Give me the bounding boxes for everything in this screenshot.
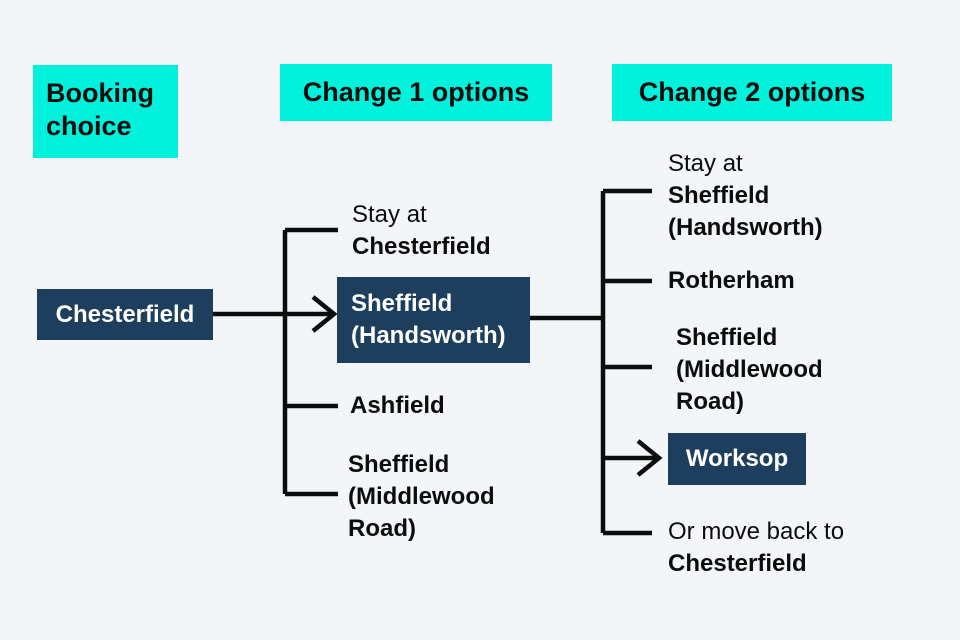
change1-option-middlewood: Sheffield (Middlewood Road) bbox=[348, 449, 513, 545]
stay-name-text: Sheffield (Handsworth) bbox=[668, 182, 823, 241]
option-text: Sheffield (Middlewood Road) bbox=[676, 324, 823, 415]
node-chesterfield: Chesterfield bbox=[37, 289, 213, 340]
header-change-1-options: Change 1 options bbox=[280, 64, 552, 121]
change2-option-rotherham: Rotherham bbox=[668, 265, 795, 297]
change2-option-middlewood: Sheffield (Middlewood Road) bbox=[676, 322, 841, 418]
node-label: Sheffield (Handsworth) bbox=[351, 290, 506, 349]
header-change-2-options: Change 2 options bbox=[612, 64, 892, 121]
option-text: Ashfield bbox=[350, 392, 445, 419]
moveback-name-text: Chesterfield bbox=[668, 550, 807, 577]
arrow-icon bbox=[311, 295, 338, 333]
stay-prefix-text: Stay at bbox=[352, 201, 427, 228]
moveback-prefix-text: Or move back to bbox=[668, 518, 845, 545]
option-text: Sheffield (Middlewood Road) bbox=[348, 451, 495, 542]
node-worksop: Worksop bbox=[668, 433, 806, 485]
change2-stay-label: Stay at Sheffield (Handsworth) bbox=[668, 148, 838, 244]
header-booking-choice: Booking choice bbox=[33, 65, 178, 158]
arrow-icon bbox=[636, 439, 663, 477]
change1-option-ashfield: Ashfield bbox=[350, 390, 445, 422]
change2-moveback-label: Or move back to Chesterfield bbox=[668, 516, 844, 580]
stay-name-text: Chesterfield bbox=[352, 233, 491, 260]
node-sheffield-handsworth: Sheffield (Handsworth) bbox=[337, 277, 530, 363]
stay-prefix-text: Stay at bbox=[668, 150, 743, 177]
change1-stay-label: Stay at Chesterfield bbox=[352, 199, 491, 263]
option-text: Rotherham bbox=[668, 267, 795, 294]
